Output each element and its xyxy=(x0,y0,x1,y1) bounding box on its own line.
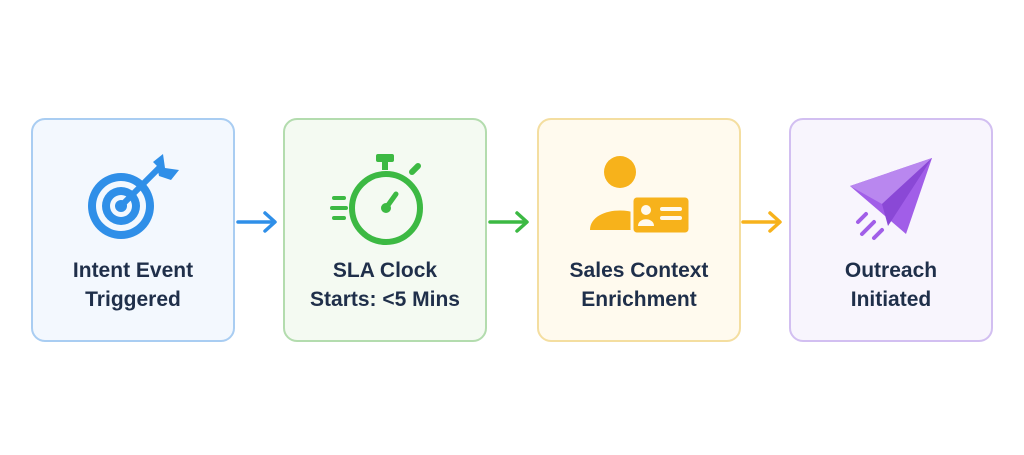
step-label-line-2: Initiated xyxy=(850,288,932,311)
target-icon xyxy=(78,150,188,250)
step-card-intent-event: Intent Event Triggered xyxy=(31,118,235,342)
stopwatch-icon xyxy=(330,150,440,250)
step-label: Sales Context Enrichment xyxy=(539,256,739,314)
step-label-line-2: Triggered xyxy=(85,288,181,311)
user-id-card-icon xyxy=(584,150,694,250)
step-label: Intent Event Triggered xyxy=(33,256,233,314)
step-label-line-1: Sales Context xyxy=(569,259,709,282)
step-label: Outreach Initiated xyxy=(791,256,991,314)
step-label-line-1: Outreach xyxy=(844,259,938,282)
arrow-right-icon xyxy=(488,211,529,233)
step-label-line-1: SLA Clock xyxy=(332,259,438,282)
step-label-line-1: Intent Event xyxy=(72,259,194,282)
paper-plane-icon xyxy=(836,150,946,250)
step-card-sla-clock: SLA Clock Starts: <5 Mins xyxy=(283,118,487,342)
step-label-line-2: Enrichment xyxy=(581,288,697,311)
step-card-sales-context: Sales Context Enrichment xyxy=(537,118,741,342)
arrow-right-icon xyxy=(236,211,277,233)
step-card-outreach: Outreach Initiated xyxy=(789,118,993,342)
step-label-line-2: Starts: <5 Mins xyxy=(310,288,460,311)
arrow-right-icon xyxy=(741,211,782,233)
step-label: SLA Clock Starts: <5 Mins xyxy=(285,256,485,314)
